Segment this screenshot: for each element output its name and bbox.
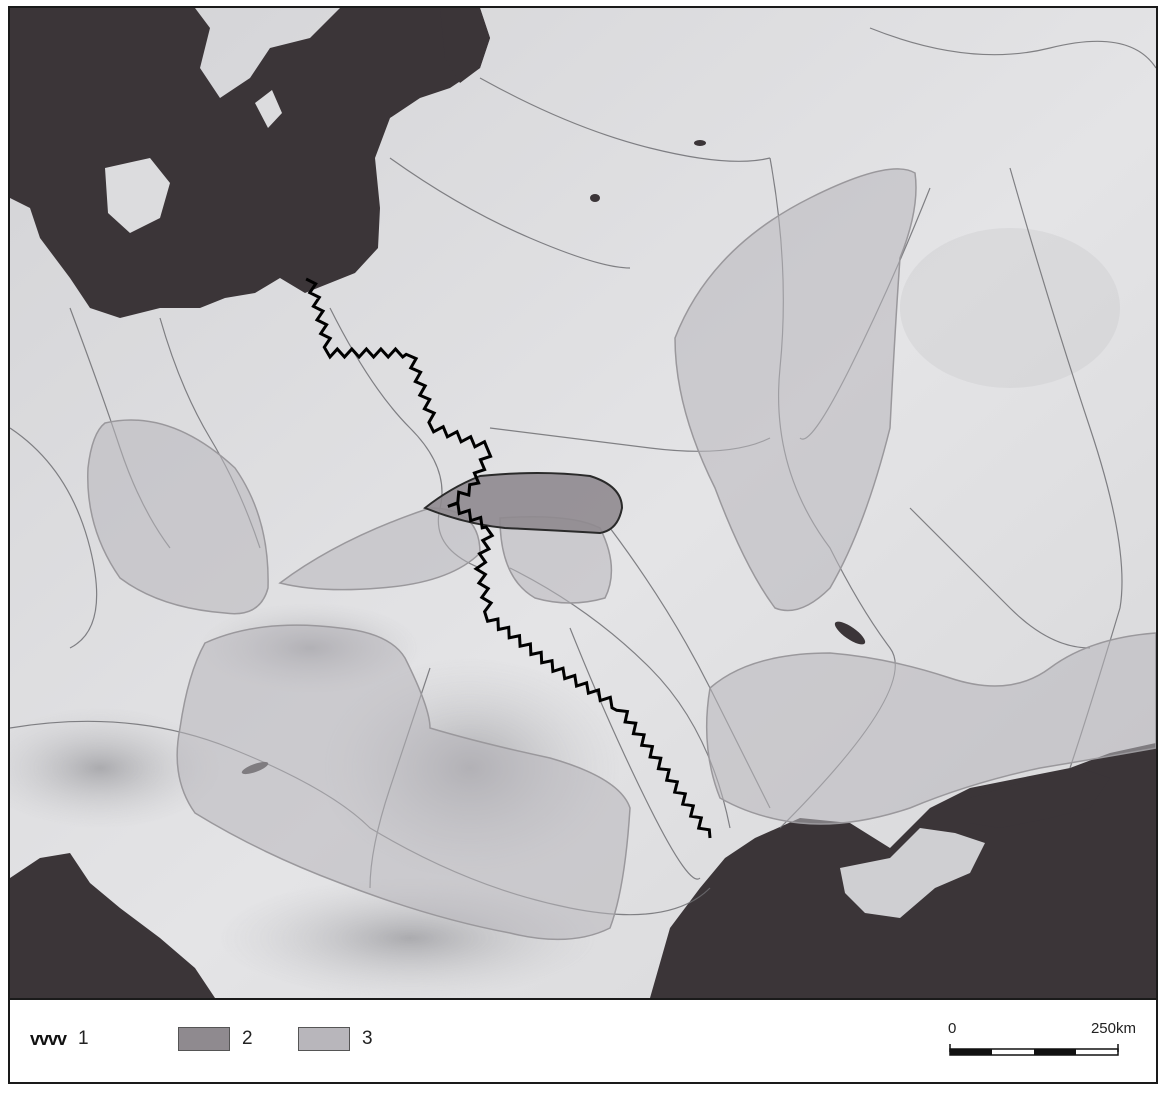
legend-label-1: 1 — [78, 1028, 89, 1049]
lake-1 — [694, 140, 706, 146]
scale-bar: 0 250km — [946, 1020, 1136, 1070]
lake-3 — [834, 621, 866, 645]
central-highland-relief — [900, 228, 1120, 388]
river-volga-upper — [869, 27, 1156, 69]
river-west-misc — [10, 427, 98, 649]
swatch-light-icon — [298, 1027, 350, 1051]
crimea — [840, 828, 985, 918]
swatch-dark-icon — [178, 1027, 230, 1051]
river-east-misc — [909, 507, 1091, 649]
zigzag-line-icon: vvvv — [30, 1028, 67, 1049]
zone-light-pontic — [705, 632, 1156, 825]
legend-bar: vvvv 1 2 3 0 250km — [10, 998, 1156, 1082]
zone-light-carpathian-basin — [176, 624, 631, 941]
river-prut — [569, 627, 701, 880]
zones-light — [87, 168, 1156, 941]
zone-light-dnieper — [674, 168, 917, 612]
alps-relief — [10, 708, 220, 828]
baltic-sea — [10, 8, 490, 318]
legend-item-2: 2 — [178, 1024, 253, 1054]
boundary-zigzag-line — [305, 277, 712, 839]
baltic-islands — [105, 90, 282, 233]
sea-of-azov — [970, 768, 1110, 828]
lake-2 — [590, 194, 600, 202]
adriatic-sea — [10, 853, 215, 998]
legend-label-3: 3 — [362, 1028, 373, 1049]
scale-end-label: 250km — [1090, 1020, 1136, 1037]
river-dvina — [479, 77, 771, 162]
map-canvas — [10, 8, 1156, 998]
river-neman — [389, 157, 631, 269]
map-figure: vvvv 1 2 3 0 250km — [8, 6, 1158, 1084]
legend-item-3: 3 — [298, 1024, 373, 1054]
zone-light-west — [87, 419, 269, 615]
gulf-of-riga — [440, 8, 490, 83]
legend-label-2: 2 — [242, 1028, 253, 1049]
scale-start-label: 0 — [948, 1020, 957, 1037]
legend-item-1: vvvv 1 — [30, 1024, 89, 1054]
scale-bar-graphic — [949, 1044, 1119, 1056]
seas-layer — [10, 8, 1156, 998]
